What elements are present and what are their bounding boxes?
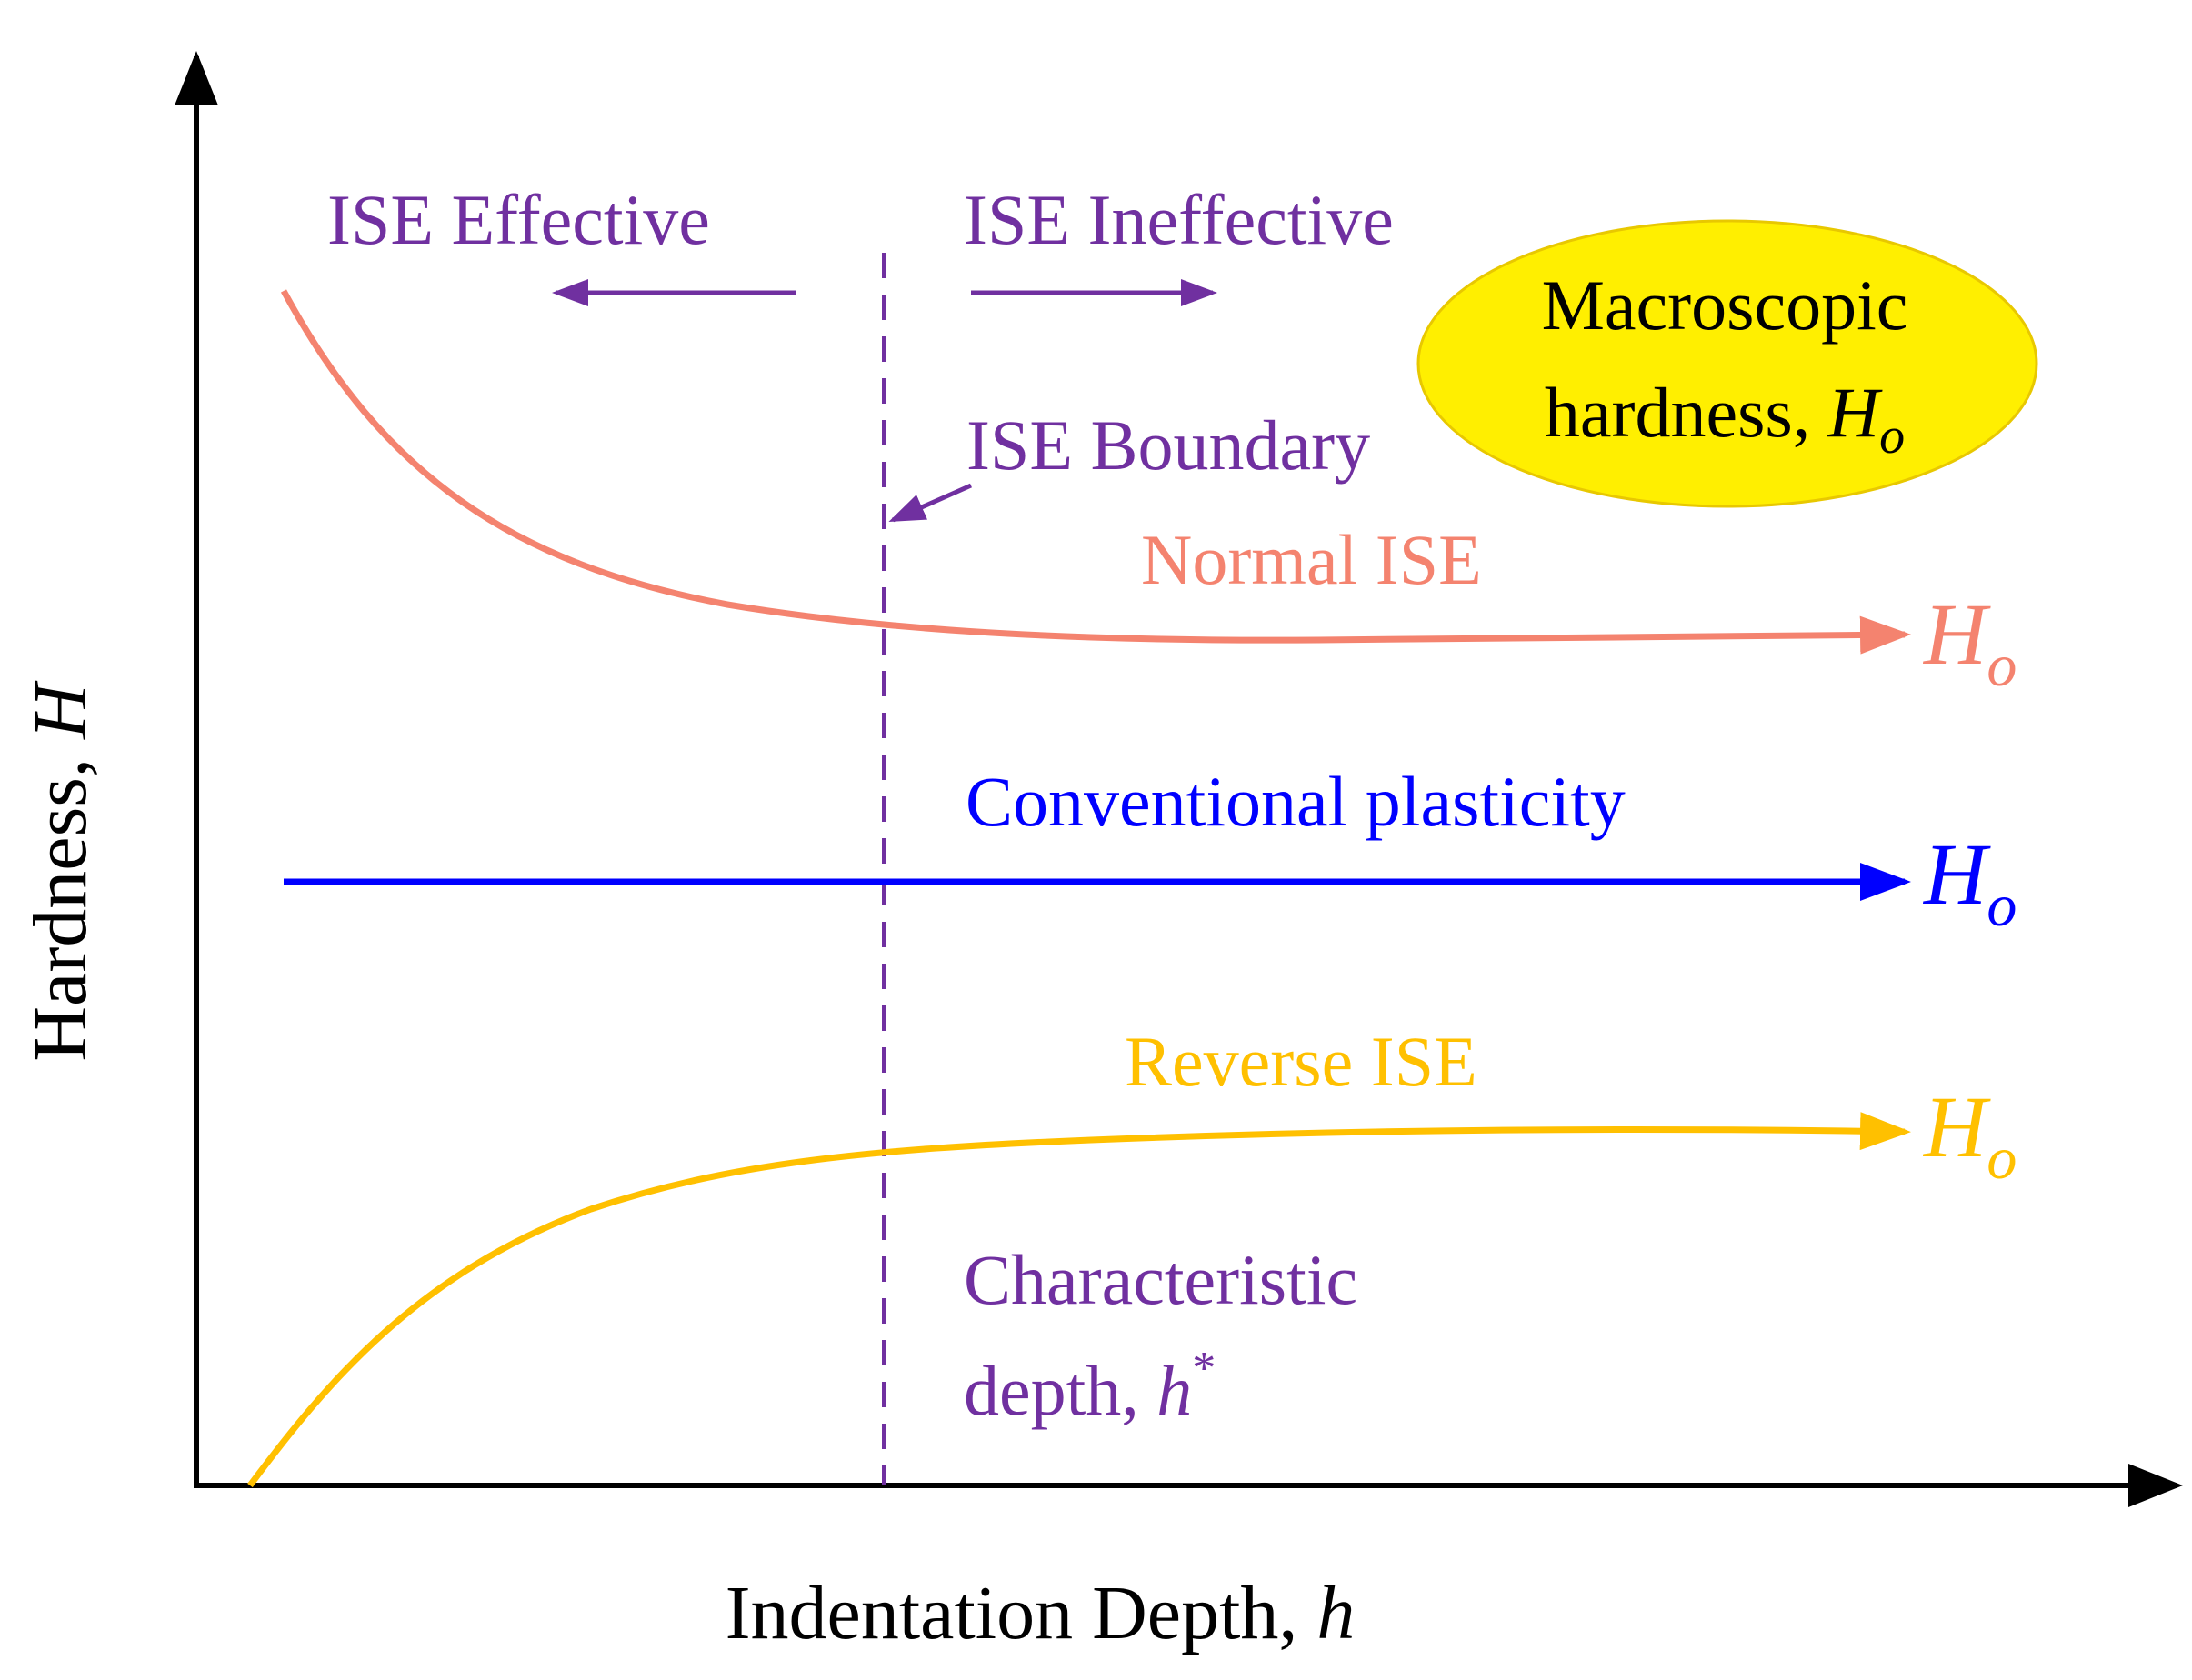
reverse-ise-ho-symbol: Ho <box>1922 1078 2017 1192</box>
normal-ise-label: Normal ISE <box>1141 520 1482 599</box>
macroscopic-hardness-symbol: H <box>1827 373 1883 452</box>
y-axis-title: Hardness, H <box>18 680 103 1062</box>
macroscopic-hardness-line2: hardness, Ho <box>1545 373 1905 465</box>
conventional-ho-symbol: Ho <box>1922 825 2017 939</box>
conventional-plasticity-label: Conventional plasticity <box>966 762 1626 841</box>
reverse-ise-o: o <box>1987 1125 2017 1192</box>
normal-ise-h: H <box>1922 585 1991 683</box>
reverse-ise-curve <box>247 1112 1911 1488</box>
characteristic-depth-superscript: * <box>1192 1343 1216 1395</box>
conventional-h: H <box>1922 825 1991 923</box>
y-axis-title-text: Hardness, <box>18 739 103 1062</box>
ise-boundary-pointer-arrow <box>888 483 973 523</box>
macroscopic-hardness-ellipse <box>1416 219 2038 508</box>
normal-ise-ho-symbol: Ho <box>1922 585 2017 699</box>
ise-boundary-label: ISE Boundary <box>966 405 1370 485</box>
ise-ineffective-label: ISE Ineffective <box>964 180 1394 259</box>
x-axis-title-symbol: h <box>1316 1571 1355 1655</box>
normal-ise-o: o <box>1987 633 2017 699</box>
macroscopic-hardness-line1: Macroscopic <box>1542 265 1908 345</box>
reverse-ise-h: H <box>1922 1078 1991 1175</box>
macroscopic-hardness-subscript: o <box>1879 408 1905 465</box>
characteristic-depth-text: depth, <box>964 1351 1156 1430</box>
characteristic-depth-line2: depth, h* <box>964 1343 1216 1430</box>
macroscopic-hardness-line2-text: hardness, <box>1545 373 1828 452</box>
characteristic-depth-symbol: h <box>1156 1351 1192 1430</box>
x-axis-title-text: Indentation Depth, <box>726 1571 1317 1655</box>
ise-effective-label: ISE Effective <box>327 180 710 259</box>
y-axis-title-symbol: H <box>18 680 103 740</box>
characteristic-depth-line1: Characteristic <box>964 1240 1357 1319</box>
conventional-o: o <box>1987 873 2017 939</box>
reverse-ise-label: Reverse ISE <box>1125 1022 1477 1101</box>
x-axis-title: Indentation Depth, h <box>726 1571 1356 1655</box>
normal-ise-curve <box>280 289 1911 655</box>
